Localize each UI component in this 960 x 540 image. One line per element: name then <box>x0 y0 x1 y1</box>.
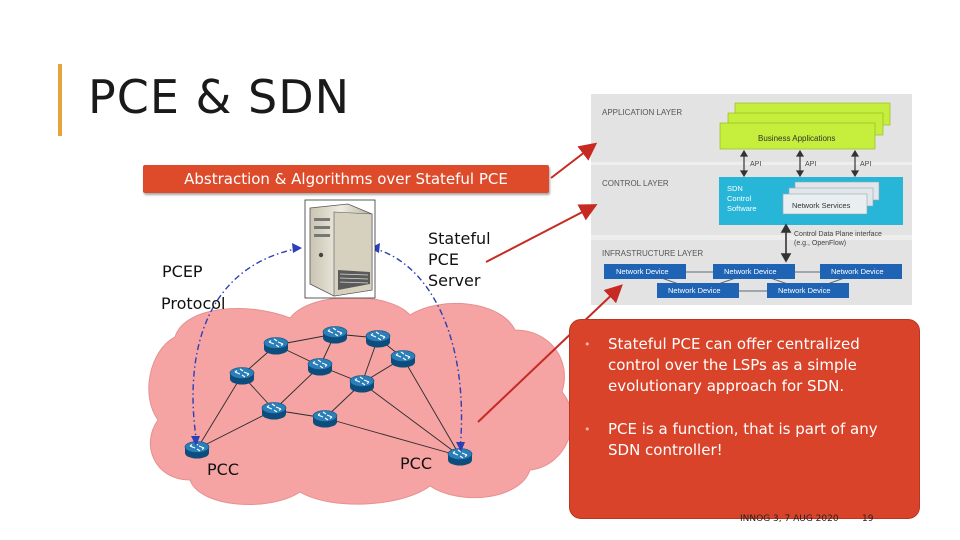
bullet-text: PCE is a function, that is part of any S… <box>608 420 878 459</box>
control-layer-label: CONTROL LAYER <box>602 179 669 188</box>
router-icon <box>390 349 416 369</box>
title-accent-bar <box>58 64 62 136</box>
router-icon <box>261 401 287 421</box>
network-services-label: Network Services <box>792 201 851 210</box>
network-device-label: Network Device <box>778 286 831 295</box>
bullet-marker: • <box>584 423 591 436</box>
server-icon <box>304 199 376 299</box>
application-layer-label: APPLICATION LAYER <box>602 108 682 117</box>
api-label: API <box>805 161 816 168</box>
stateful-pce-server-label: Stateful PCE Server <box>428 228 491 291</box>
network-device-label: Network Device <box>668 286 721 295</box>
router-icon <box>229 366 255 386</box>
sdn-control-software-line: SDN <box>727 184 743 193</box>
pcep-session-arcs <box>192 247 463 451</box>
server-label-line: Server <box>428 271 481 290</box>
server-label-line: Stateful <box>428 229 491 248</box>
protocol-label: Protocol <box>161 294 226 313</box>
network-device-label: Network Device <box>616 267 669 276</box>
footer-text: INNOG 3, 7 AUG 2020 <box>740 514 839 524</box>
pcep-label: PCEP <box>162 262 203 281</box>
router-icon <box>447 447 473 467</box>
abstraction-banner: Abstraction & Algorithms over Stateful P… <box>143 165 549 193</box>
control-data-plane-line: (e.g., OpenFlow) <box>794 240 846 247</box>
network-device-label: Network Device <box>831 267 884 276</box>
control-data-plane-line: Control Data Plane interface <box>794 231 882 238</box>
bullet-item: • PCE is a function, that is part of any… <box>584 419 904 461</box>
pcc-label-left: PCC <box>207 460 239 479</box>
sdn-control-software-line: Control <box>727 194 752 203</box>
router-icon <box>184 440 210 460</box>
sdn-architecture-diagram: APPLICATION LAYER CONTROL LAYER INFRASTR… <box>591 94 912 305</box>
api-label: API <box>860 161 871 168</box>
pcc-label-right: PCC <box>400 454 432 473</box>
api-label: API <box>750 161 761 168</box>
page-number: 19 <box>862 514 874 524</box>
router-icon <box>349 374 375 394</box>
business-applications-label: Business Applications <box>758 134 835 143</box>
router-icon <box>263 336 289 356</box>
router-icon <box>307 357 333 377</box>
router-icon <box>322 325 348 345</box>
router-icon <box>312 409 338 429</box>
network-device-label: Network Device <box>724 267 777 276</box>
bullet-item: • Stateful PCE can offer centralized con… <box>584 334 904 397</box>
connector-arrows <box>477 142 623 423</box>
infrastructure-layer-label: INFRASTRUCTURE LAYER <box>602 249 703 258</box>
bullet-text: Stateful PCE can offer centralized contr… <box>608 335 860 395</box>
slide-title: PCE & SDN <box>88 70 351 124</box>
sdn-control-software-line: Software <box>727 204 757 213</box>
server-label-line: PCE <box>428 250 459 269</box>
bullet-box: • Stateful PCE can offer centralized con… <box>569 319 920 519</box>
router-icon <box>365 329 391 349</box>
bullet-marker: • <box>584 338 591 351</box>
